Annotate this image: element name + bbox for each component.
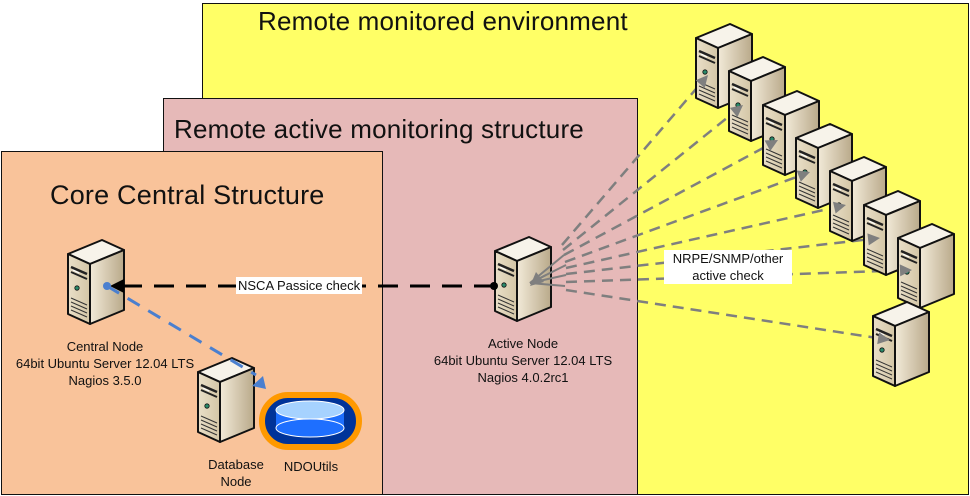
central-node-software: Nagios 3.5.0: [68, 373, 142, 388]
active-check-connections: [561, 74, 913, 342]
active-check-line: [565, 288, 891, 342]
database-link-arrowhead-icon: [252, 376, 266, 389]
ndoutils-database-icon: [259, 392, 362, 450]
database-node-name-line1: Database: [208, 457, 264, 472]
passive-check-label: NSCA Passice check: [236, 277, 363, 294]
active-node-software: Nagios 4.0.2rc1: [477, 370, 569, 385]
remote-servers-group: [694, 22, 956, 388]
remote-server-icon: [896, 222, 956, 310]
passive-check-arrowhead-icon: [110, 279, 124, 293]
active-node-server-icon: [493, 235, 553, 323]
active-check-arrowhead-icon: [796, 170, 810, 182]
active-check-line: [565, 268, 913, 284]
active-node-os: 64bit Ubuntu Server 12.04 LTS: [433, 353, 613, 368]
active-check-label: NRPE/SNMP/other active check: [664, 250, 792, 284]
active-check-line: [564, 170, 811, 264]
active-check-arrowhead-icon: [832, 201, 846, 214]
active-check-line: [562, 104, 744, 251]
central-node-name: Central Node: [66, 339, 144, 354]
active-check-line: [561, 74, 709, 246]
region-title-remote-active: Remote active monitoring structure: [174, 114, 584, 144]
remote-server-icon: [871, 300, 931, 388]
central-node-label: Central Node 64bit Ubuntu Server 12.04 L…: [2, 338, 208, 389]
region-title-remote-monitored: Remote monitored environment: [258, 6, 628, 36]
database-link-line: [106, 284, 257, 377]
active-node-name: Active Node: [487, 336, 559, 351]
passive-check-origin-dot: [490, 282, 498, 290]
active-check-label-line2: active check: [692, 268, 764, 283]
central-node-server-icon: [66, 238, 126, 326]
active-check-line: [565, 203, 847, 270]
active-check-arrowhead-icon: [877, 332, 890, 345]
active-check-label-line1: NRPE/SNMP/other: [672, 251, 784, 266]
region-title-core-central: Core Central Structure: [50, 180, 325, 210]
active-node-arrow-icon: [530, 272, 544, 286]
ndoutils-label: NDOUtils: [283, 459, 339, 474]
active-check-arrowhead-icon: [729, 105, 743, 118]
active-check-arrowhead-icon: [764, 140, 778, 151]
active-check-arrowhead-icon: [695, 75, 708, 89]
database-node-name-line2: Node: [220, 474, 252, 489]
database-link-origin-dot: [103, 282, 111, 290]
active-check-arrowhead-icon: [899, 264, 912, 277]
central-node-os: 64bit Ubuntu Server 12.04 LTS: [15, 356, 195, 371]
database-node-label: Database Node: [196, 456, 276, 490]
active-check-line: [563, 138, 779, 257]
active-check-arrowhead-icon: [867, 233, 880, 246]
active-node-label: Active Node 64bit Ubuntu Server 12.04 LT…: [420, 335, 626, 386]
